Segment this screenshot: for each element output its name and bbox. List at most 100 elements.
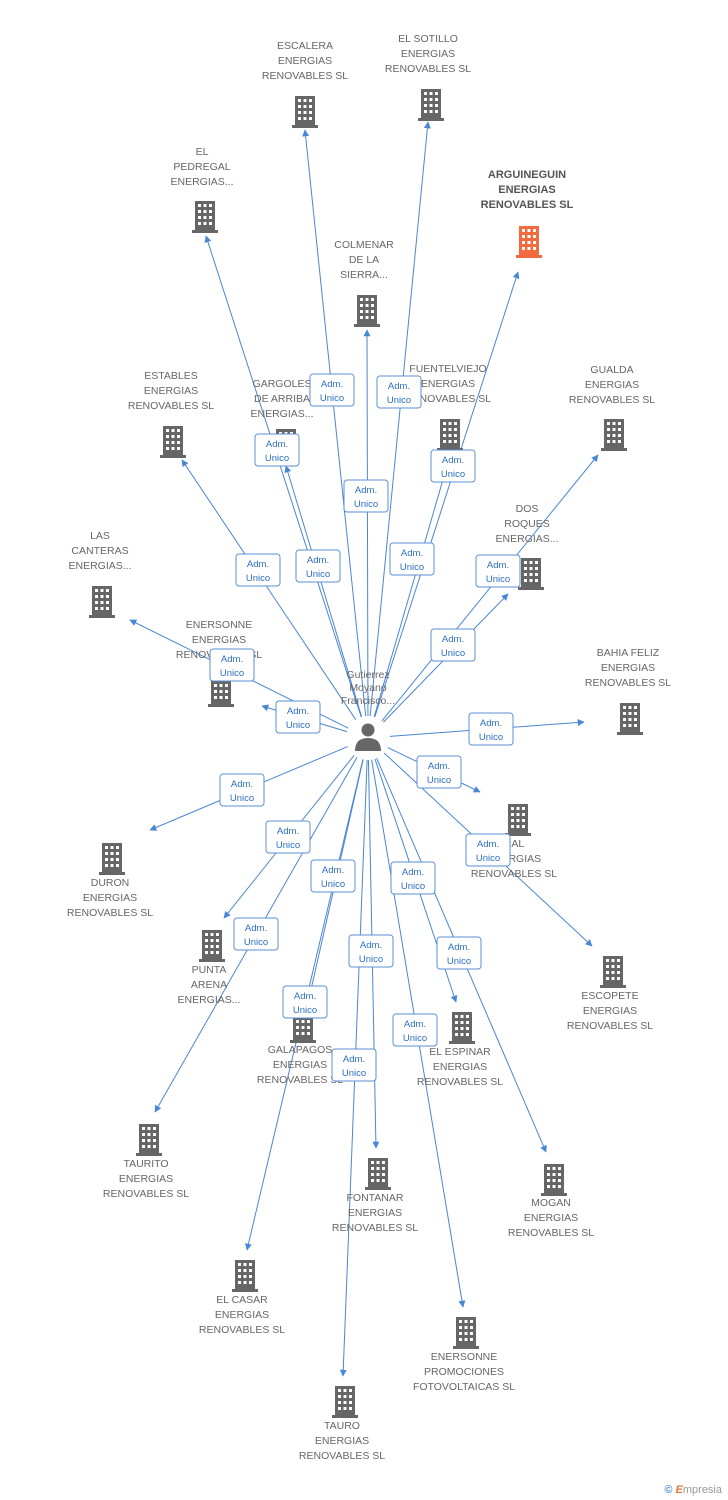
edge-label-el-espinar[interactable]: Adm.Unico	[390, 861, 436, 895]
edge-label-gualda[interactable]: Adm.Unico	[475, 554, 521, 588]
edge-label-role: Adm.	[245, 923, 267, 934]
edge-label-fuentelviejo[interactable]: Adm.Unico	[389, 542, 435, 576]
edge-label-enersonne-pf[interactable]: Adm.Unico	[392, 1013, 438, 1047]
building-icon	[600, 956, 626, 988]
company-label-line: ESCALERA	[277, 40, 333, 52]
building-icon	[292, 96, 318, 128]
edge-label-gargoles[interactable]: Adm.Unico	[295, 549, 341, 583]
edge-label-role: Adm.	[307, 555, 329, 566]
company-label-line: DURON	[91, 877, 130, 889]
company-label-line: LAS	[90, 530, 110, 542]
edge-label-escalera[interactable]: Adm.Unico	[309, 373, 355, 407]
building-icon	[192, 201, 218, 233]
edge-label-cal[interactable]: Adm.Unico	[416, 755, 462, 789]
edge-label-duron[interactable]: Adm.Unico	[219, 773, 265, 807]
edge-label-mogan[interactable]: Adm.Unico	[436, 936, 482, 970]
edge-label-tauro[interactable]: Adm.Unico	[331, 1048, 377, 1082]
company-label-line: RENOVABLES SL	[199, 1324, 285, 1336]
company-label-line: MOGAN	[531, 1197, 571, 1209]
edge-label-escopete[interactable]: Adm.Unico	[465, 833, 511, 867]
company-label-line: ENERGIAS	[601, 662, 655, 674]
edge-label-el-pedregal[interactable]: Adm.Unico	[254, 433, 300, 467]
company-label-line: GUALDA	[590, 364, 633, 376]
edge-label-fontanar[interactable]: Adm.Unico	[348, 934, 394, 968]
edge-label-colmenar[interactable]: Adm.Unico	[343, 479, 389, 513]
edge-label-las-canteras[interactable]: Adm.Unico	[209, 648, 255, 682]
edge-label-box	[436, 936, 482, 970]
center-person-label-line: Moyano	[349, 682, 387, 694]
edge-label-type: Unico	[479, 732, 503, 743]
edge-label-role: Adm.	[266, 439, 288, 450]
edge-label-el-casar[interactable]: Adm.Unico	[282, 985, 328, 1019]
footer-brand[interactable]: © Empresia	[664, 1484, 722, 1496]
edge-label-arguineguin[interactable]: Adm.Unico	[430, 449, 476, 483]
copyright-symbol: ©	[664, 1484, 673, 1496]
edge-label-dos-roques[interactable]: Adm.Unico	[430, 628, 476, 662]
edge-label-bahia-feliz[interactable]: Adm.Unico	[468, 712, 514, 746]
edge-label-punta-arena[interactable]: Adm.Unico	[265, 820, 311, 854]
company-label-line: ENERGIAS	[278, 55, 332, 67]
edge-label-galapagos[interactable]: Adm.Unico	[310, 859, 356, 893]
edge-label-el-sotillo[interactable]: Adm.Unico	[376, 375, 422, 409]
edge-label-taurito[interactable]: Adm.Unico	[233, 917, 279, 951]
company-label-line: ENERGIAS	[144, 385, 198, 397]
edge-label-estables[interactable]: Adm.Unico	[235, 553, 281, 587]
edge-label-enersonne-er[interactable]: Adm.Unico	[275, 700, 321, 734]
edge-label-type: Unico	[286, 720, 310, 731]
company-label-line: RENOVABLES SL	[257, 1074, 343, 1086]
company-label-line: DOS	[516, 503, 539, 515]
edge-label-type: Unico	[230, 793, 254, 804]
edge-label-type: Unico	[359, 954, 383, 965]
company-label-line: RENOVABLES SL	[299, 1450, 385, 1462]
building-icon	[601, 419, 627, 451]
